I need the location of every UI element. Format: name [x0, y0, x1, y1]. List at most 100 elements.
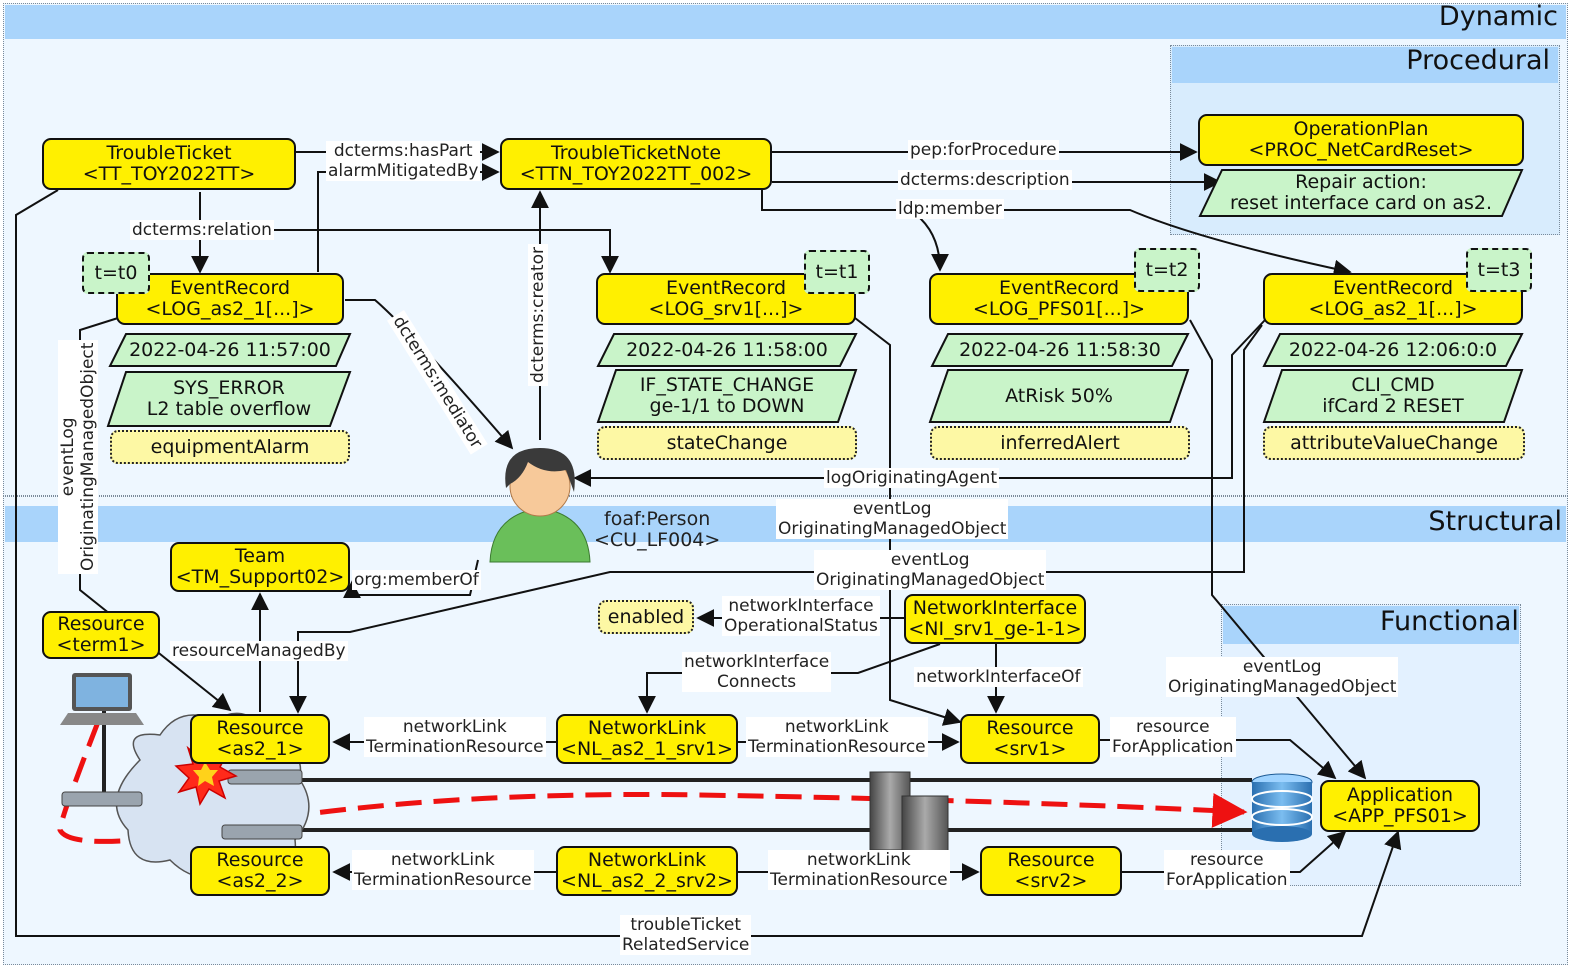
label-line: resource [1136, 717, 1210, 737]
event-record-as2-1-t3-node[interactable]: EventRecord <LOG_as2_1[...]> [1263, 273, 1523, 325]
repair-action-literal: Repair action:reset interface card on as… [1200, 170, 1522, 216]
resource-id: <term1> [56, 634, 146, 656]
operation-plan-node[interactable]: OperationPlan <PROC_NetCardReset> [1198, 114, 1524, 166]
team-node[interactable]: Team <TM_Support02> [170, 542, 350, 592]
network-link-type: NetworkLink [587, 849, 707, 871]
label-has-part: dcterms:hasPart alarmMitigatedBy [326, 141, 481, 181]
resource-type: Resource [57, 613, 145, 635]
label-line: eventLog [58, 417, 78, 497]
label-managed-by: resourceManagedBy [170, 641, 348, 661]
resource-type: Resource [216, 717, 304, 739]
network-link-2-node[interactable]: NetworkLink <NL_as2_2_srv2> [556, 846, 738, 896]
operation-plan-id: <PROC_NetCardReset> [1248, 139, 1474, 161]
literal-line: CLI_CMD [1351, 374, 1435, 396]
trouble-ticket-id: <TT_TOY2022TT> [82, 163, 256, 185]
resource-srv2-node[interactable]: Resource <srv2> [980, 846, 1122, 896]
literal-line: SYS_ERROR [173, 377, 285, 399]
network-interface-node[interactable]: NetworkInterface <NI_srv1_ge-1-1> [904, 594, 1086, 644]
operation-plan-type: OperationPlan [1293, 118, 1429, 140]
network-link-id: <NL_as2_2_srv2> [561, 870, 733, 892]
label-line: Connects [717, 672, 797, 692]
team-id: <TM_Support02> [175, 566, 345, 588]
trouble-ticket-node[interactable]: TroubleTicket <TT_TOY2022TT> [42, 138, 296, 190]
label-link-term-2b: networkLink TerminationResource [768, 850, 950, 890]
network-link-id: <NL_as2_1_srv1> [561, 738, 733, 760]
label-line: ForApplication [1112, 737, 1234, 757]
label-line: OriginatingManagedObject [816, 570, 1045, 590]
structural-title: Structural [1428, 506, 1562, 537]
application-type: Application [1346, 784, 1454, 806]
event-record-type: EventRecord [665, 277, 787, 299]
label-member-of: org:memberOf [352, 570, 481, 590]
resource-as2-1-node[interactable]: Resource <as2_1> [190, 714, 330, 764]
label-description: dcterms:description [898, 170, 1072, 190]
label-line: TerminationResource [770, 870, 948, 890]
time-marker-t3: t=t3 [1466, 248, 1532, 292]
label-line: networkInterface [728, 596, 874, 616]
tag-enabled: enabled [598, 600, 694, 634]
event-record-as2-1-t0-node[interactable]: EventRecord <LOG_as2_1[...]> [116, 273, 344, 325]
label-line: org:memberOf [354, 570, 479, 590]
literal-line: AtRisk 50% [1005, 384, 1113, 407]
resource-type: Resource [216, 849, 304, 871]
tag-inferred-alert: inferredAlert [930, 426, 1190, 460]
label-res-for-app-1: resource ForApplication [1110, 717, 1236, 757]
resource-as2-2-node[interactable]: Resource <as2_2> [190, 846, 330, 896]
person-label: foaf:Person <CU_LF004> [592, 509, 722, 551]
label-log-agent: logOriginatingAgent [824, 468, 999, 488]
literal-line: 2022-04-26 12:06:0:0 [1288, 338, 1498, 361]
label-line: OperationalStatus [724, 616, 878, 636]
label-line: ldp:member [898, 199, 1002, 219]
database-icon [1251, 773, 1313, 842]
label-event-log-func: eventLog OriginatingManagedObject [1166, 657, 1399, 697]
label-line: TerminationResource [354, 870, 532, 890]
network-link-type: NetworkLink [587, 717, 707, 739]
label-line: eventLog [852, 499, 932, 519]
label-relation: dcterms:relation [130, 220, 274, 240]
label-link-term-2a: networkLink TerminationResource [352, 850, 534, 890]
event-record-id: <LOG_as2_1[...]> [145, 298, 315, 320]
label-line: pep:forProcedure [910, 140, 1057, 160]
label-op-status: networkInterface OperationalStatus [722, 596, 880, 636]
resource-id: <srv1> [993, 738, 1067, 760]
server-rack-icon [869, 771, 949, 867]
label-line: eventLog [1242, 657, 1322, 677]
time-t1-literal: 2022-04-26 11:58:00 [598, 334, 856, 366]
label-line: dcterms:description [900, 170, 1070, 190]
label-line: alarmMitigatedBy [328, 161, 479, 181]
literal-line: reset interface card on as2. [1230, 192, 1492, 214]
event-record-id: <LOG_PFS01[...]> [972, 298, 1146, 320]
trouble-ticket-type: TroubleTicket [106, 142, 232, 164]
label-line: networkLink [784, 717, 889, 737]
literal-line: 2022-04-26 11:58:00 [626, 338, 828, 361]
literal-line: L2 table overflow [146, 398, 312, 420]
resource-srv1-node[interactable]: Resource <srv1> [960, 714, 1100, 764]
label-line: RelatedService [622, 935, 750, 955]
label-line: networkLink [402, 717, 507, 737]
application-node[interactable]: Application <APP_PFS01> [1320, 780, 1480, 832]
network-switch-icon [61, 769, 303, 840]
time-t0-literal: 2022-04-26 11:57:00 [110, 334, 350, 366]
label-line: dcterms:creator [528, 247, 548, 383]
literal-line: 2022-04-26 11:58:30 [959, 338, 1161, 361]
team-type: Team [234, 545, 286, 567]
label-creator: dcterms:creator [528, 244, 548, 386]
resource-term1-node[interactable]: Resource <term1> [42, 611, 160, 659]
event-record-id: <LOG_as2_1[...]> [1308, 298, 1478, 320]
label-related-service: troubleTicket RelatedService [620, 915, 752, 955]
label-line: networkLink [806, 850, 911, 870]
trouble-ticket-note-node[interactable]: TroubleTicketNote <TTN_TOY2022TT_002> [500, 138, 772, 190]
tag-equipment-alarm: equipmentAlarm [110, 430, 350, 464]
event-record-type: EventRecord [998, 277, 1120, 299]
dynamic-band [5, 5, 1566, 39]
procedural-band [1172, 47, 1558, 83]
repair-action-shape [1198, 169, 1524, 217]
laptop-icon [60, 673, 144, 725]
literal-line: Repair action: [1295, 171, 1427, 193]
functional-title: Functional [1380, 606, 1519, 637]
label-event-log-as2: eventLog OriginatingManagedObject [814, 550, 1047, 590]
network-link-1-node[interactable]: NetworkLink <NL_as2_1_srv1> [556, 714, 738, 764]
